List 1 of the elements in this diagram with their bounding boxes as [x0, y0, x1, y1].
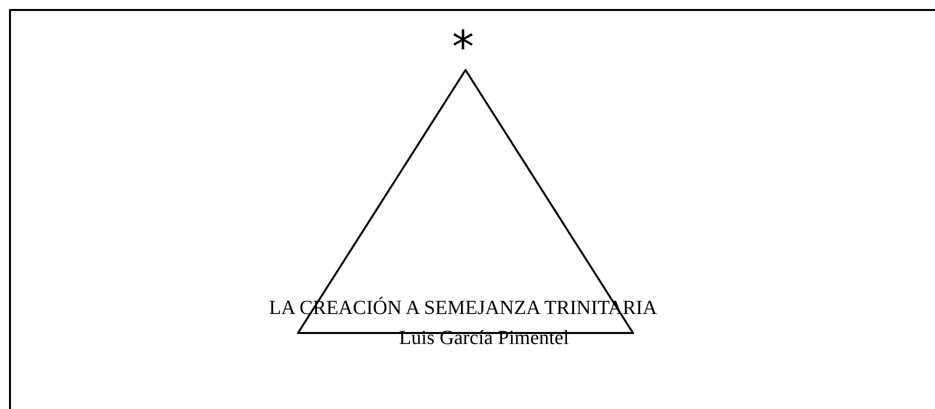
- asterisk-mark: *: [451, 26, 475, 70]
